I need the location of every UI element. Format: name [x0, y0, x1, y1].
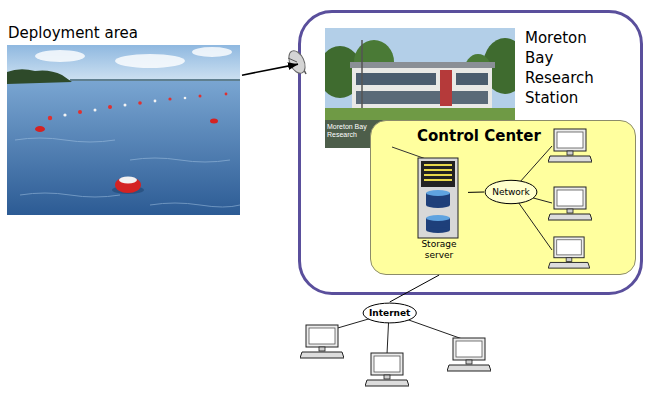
tree [483, 38, 515, 94]
node-label: Internet [369, 308, 410, 319]
stripe [424, 169, 452, 171]
wave [130, 158, 230, 162]
tree [354, 40, 394, 84]
cloud [115, 54, 185, 68]
buoy [124, 104, 127, 107]
node-label: Storage server [419, 239, 459, 261]
server-node: Storage server [410, 155, 468, 265]
buoy [35, 126, 45, 132]
windows [456, 73, 488, 85]
node-label: Deployment area [8, 24, 138, 42]
tree [464, 54, 492, 90]
sea [7, 80, 240, 215]
sky [325, 28, 515, 110]
computer-icon [548, 187, 592, 220]
node-label: Moreton Bay Research Station [525, 28, 615, 108]
disk-body [426, 218, 450, 230]
photo-content [7, 45, 240, 215]
stripe [424, 164, 452, 166]
large-buoy [112, 177, 144, 195]
ellipse-shape [485, 180, 537, 203]
buoy [108, 105, 112, 109]
horizon [70, 79, 240, 81]
buoy [184, 97, 187, 100]
wave [15, 138, 115, 142]
wave [20, 193, 120, 197]
network-ellipse: Network [484, 179, 538, 205]
buoy [210, 119, 218, 124]
control-center-box: Control Center Storage server Network [370, 120, 636, 275]
sky [7, 45, 240, 85]
buoy-top [119, 177, 137, 184]
stripe [424, 174, 452, 176]
buoy [154, 100, 157, 103]
photo-link-line [392, 147, 426, 159]
internet-ellipse: Internet [362, 302, 417, 324]
building [352, 68, 492, 108]
server-body [418, 158, 458, 238]
island [7, 69, 72, 84]
buoy [199, 95, 202, 98]
computer-icon [447, 338, 491, 371]
buoy [78, 110, 82, 114]
photo-caption: Moreton Bay Research [327, 123, 369, 139]
computer-icon [548, 129, 592, 162]
dish-feed [288, 58, 297, 62]
cloud [192, 47, 232, 57]
windows [356, 91, 488, 104]
red-panel [440, 70, 452, 106]
disk-bottom [426, 227, 450, 233]
satellite-dish [286, 48, 309, 76]
disk [426, 215, 450, 233]
buoy [168, 97, 171, 100]
disk-body [426, 193, 450, 205]
disk-bottom [426, 202, 450, 208]
buoy [48, 116, 52, 120]
link-line [468, 192, 484, 193]
station-boundary: Moreton Bay Research Station Control Cen… [298, 10, 643, 295]
buoy [225, 93, 228, 96]
buoy-body [115, 177, 141, 193]
data-arrow [242, 64, 298, 75]
stripe [424, 179, 452, 181]
dish-bowl [286, 48, 309, 76]
photo-panel: Deployment area [5, 20, 242, 217]
cloud [35, 50, 85, 62]
roof [350, 62, 495, 68]
buoy-line [35, 93, 227, 132]
buoy-shadow [112, 186, 144, 194]
tree [325, 46, 362, 98]
node-label: Network [492, 187, 530, 198]
buoy [138, 101, 142, 105]
link-line [390, 275, 439, 302]
disk-top [426, 215, 450, 221]
server-panel [421, 161, 455, 187]
computer-icon [365, 353, 409, 386]
server-stripes [424, 165, 452, 180]
disk [426, 190, 450, 208]
computer-icon [300, 325, 344, 358]
windows [356, 73, 436, 85]
computer-icon [548, 237, 590, 268]
disk-top [426, 190, 450, 196]
ellipse-shape [363, 303, 416, 323]
waves [15, 138, 240, 207]
dish-mount [300, 62, 306, 74]
buoy [63, 113, 66, 116]
node-label: Control Center [417, 127, 541, 145]
wave [150, 203, 240, 207]
label-holder: Moreton Bay Research [327, 123, 369, 139]
light-pole [361, 40, 363, 110]
buoy [94, 109, 97, 112]
